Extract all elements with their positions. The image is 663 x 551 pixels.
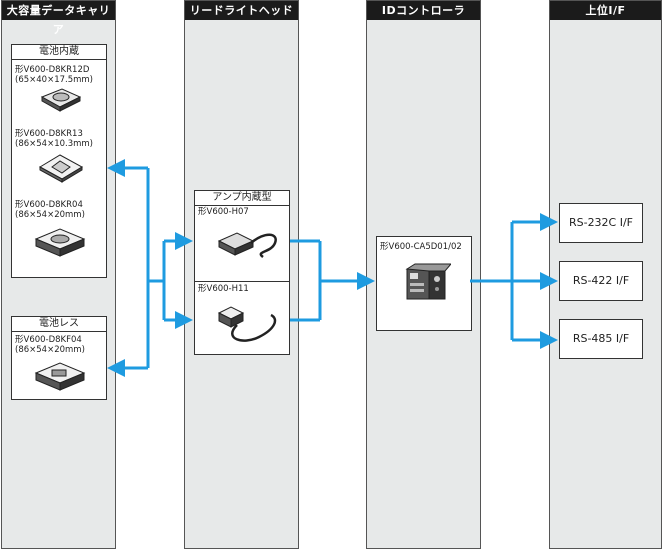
data-carrier-image [34, 228, 86, 257]
data-carrier-image [34, 362, 86, 391]
data-carrier-image [40, 88, 82, 112]
controller-box: 形V600-CA5D01/02 [376, 236, 472, 331]
battery-built-in-group: 電池内蔵 形V600-D8KR12D(65×40×17.5mm) 形V600-D… [11, 44, 107, 278]
carrier-model-label: 形V600-D8KR13(86×54×10.3mm) [15, 129, 93, 149]
battery-less-group: 電池レス 形V600-D8KF04(86×54×20mm) [11, 316, 107, 400]
head-model-label: 形V600-H07 [198, 207, 249, 217]
column-header-readhead: リードライトヘッド [185, 1, 298, 20]
head-model-label: 形V600-H11 [198, 284, 249, 294]
column-id-controller: IDコントローラ 形V600-CA5D01/02 [366, 0, 481, 549]
carrier-model-label: 形V600-D8KR12D(65×40×17.5mm) [15, 65, 93, 85]
id-controller-image [405, 263, 451, 300]
carrier-model-label: 形V600-D8KF04(86×54×20mm) [15, 335, 85, 355]
column-header-carrier: 大容量データキャリア [2, 1, 115, 36]
controller-model-label: 形V600-CA5D01/02 [380, 242, 462, 252]
data-carrier-image [38, 154, 84, 183]
battery-less-title: 電池レス [12, 317, 106, 332]
interface-rs422: RS-422 I/F [559, 261, 643, 301]
amp-built-in-group: アンプ内蔵型 形V600-H07 形V600-H11 [194, 190, 290, 355]
column-read-write-head: リードライトヘッド アンプ内蔵型 形V600-H07 形V600-H11 [184, 0, 299, 549]
column-header-host: 上位I/F [550, 1, 661, 20]
amp-built-in-title: アンプ内蔵型 [195, 191, 289, 206]
carrier-model-label: 形V600-D8KR04(86×54×20mm) [15, 200, 85, 220]
column-host-interface: 上位I/F RS-232C I/F RS-422 I/F RS-485 I/F [549, 0, 662, 549]
column-header-controller: IDコントローラ [367, 1, 480, 20]
read-write-head-image [217, 232, 277, 258]
battery-built-in-title: 電池内蔵 [12, 45, 106, 60]
head-divider [195, 281, 289, 282]
column-data-carrier: 大容量データキャリア 電池内蔵 形V600-D8KR12D(65×40×17.5… [1, 0, 116, 549]
interface-rs232c: RS-232C I/F [559, 203, 643, 243]
read-write-head-image [217, 306, 277, 342]
interface-rs485: RS-485 I/F [559, 319, 643, 359]
